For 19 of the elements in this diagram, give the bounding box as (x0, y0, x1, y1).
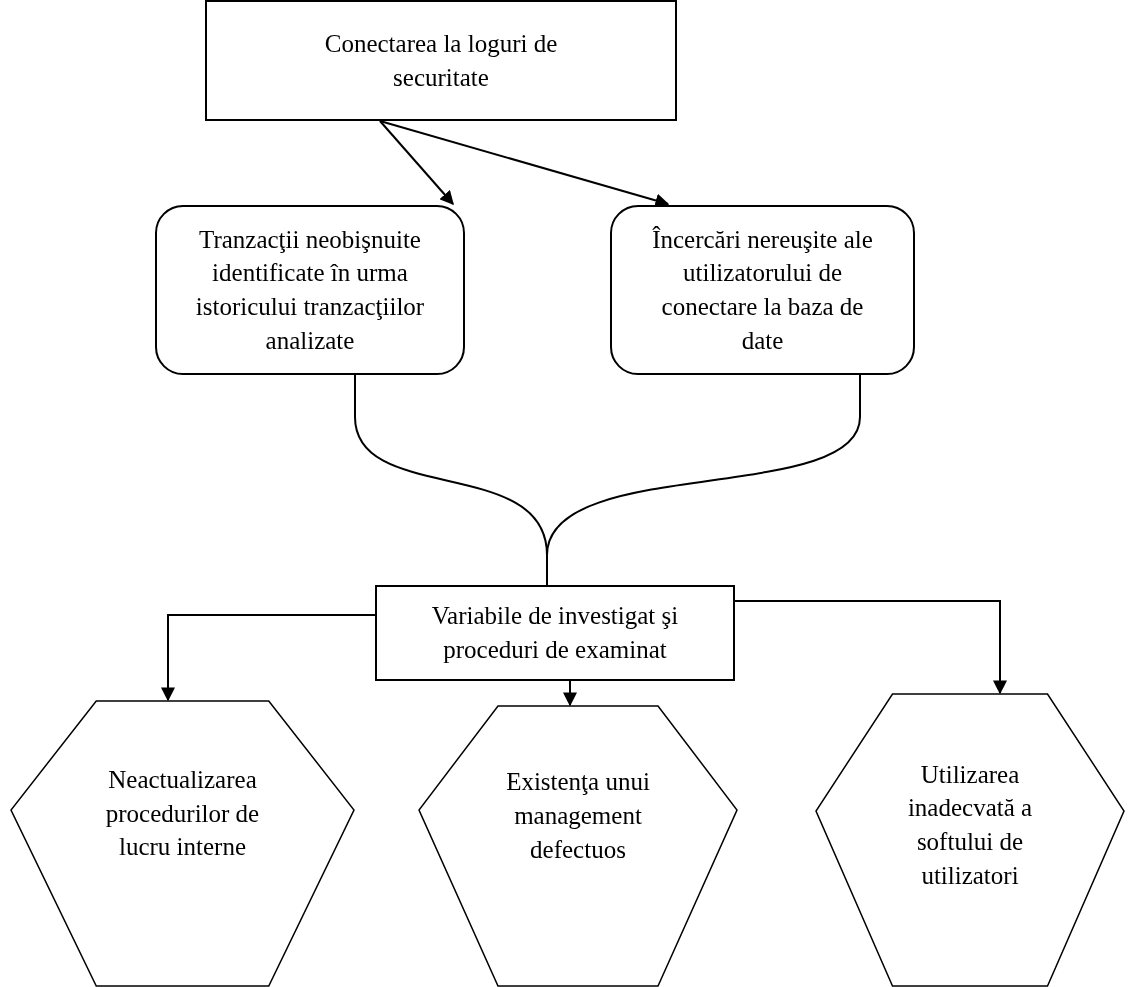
process-box (205, 0, 677, 121)
node-text: Existenţa unui management defectuos (505, 767, 651, 865)
node-text: Utilizarea inadecvată a softului de utilizatori (906, 759, 1034, 891)
node-text: Conectarea la loguri de securitate (323, 28, 559, 93)
arrow (161, 614, 376, 702)
node-text: Încercări nereuşite ale utilizatorului de conectare la baza de date (651, 224, 874, 356)
hexagon-shape (815, 693, 1125, 987)
process-box (375, 585, 735, 681)
rounded-box (155, 205, 465, 375)
arrow (734, 600, 1007, 695)
node-text: Tranzacţii neobişnuite identificate în urma istoricului tranzacţiilor analizate (194, 224, 426, 356)
arrow (379, 120, 670, 208)
arrow (563, 680, 577, 707)
hexagon-shape (418, 705, 738, 987)
hexagon-shape (10, 700, 355, 987)
node-text: Variabile de investigat şi proceduri de examinat (430, 601, 680, 665)
node-text: Neactualizarea procedurilor de lucru interne (104, 764, 261, 863)
rounded-box (610, 205, 915, 375)
arrow (379, 120, 454, 206)
